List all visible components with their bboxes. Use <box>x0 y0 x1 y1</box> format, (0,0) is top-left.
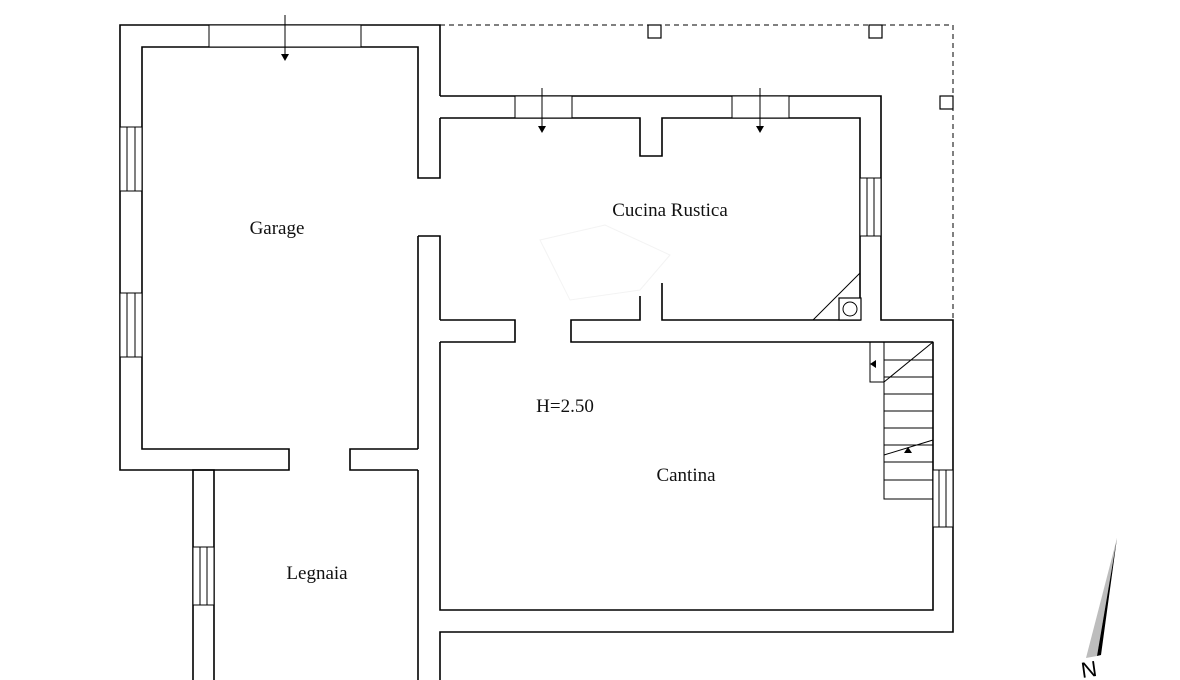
legnaia-walls <box>192 469 419 680</box>
height-label: H=2.50 <box>536 396 594 417</box>
watermark <box>539 224 671 301</box>
garage-walls <box>119 24 441 471</box>
arrow-down-icon <box>756 126 764 133</box>
arrow-down-icon <box>281 54 289 61</box>
entrance-arrows <box>281 15 764 133</box>
cantina-walls <box>439 342 954 680</box>
room-label-legnaia: Legnaia <box>286 563 348 584</box>
column <box>939 95 954 110</box>
room-label-cantina: Cantina <box>656 465 716 486</box>
window <box>119 126 143 192</box>
room-label-cucina: Cucina Rustica <box>612 200 728 221</box>
portico-columns <box>647 24 954 110</box>
staircase <box>869 341 934 500</box>
window <box>932 469 954 528</box>
window <box>119 292 143 358</box>
window <box>514 95 573 119</box>
north-arrow-icon: N <box>1079 538 1117 680</box>
arrow-down-icon <box>538 126 546 133</box>
cucina-walls <box>440 95 954 470</box>
portico-outline <box>440 24 954 320</box>
window <box>192 546 215 606</box>
room-label-garage: Garage <box>250 218 305 239</box>
window <box>859 177 882 237</box>
compass-label: N <box>1079 656 1098 680</box>
chimney <box>838 297 862 321</box>
column <box>647 24 662 39</box>
column <box>868 24 883 39</box>
